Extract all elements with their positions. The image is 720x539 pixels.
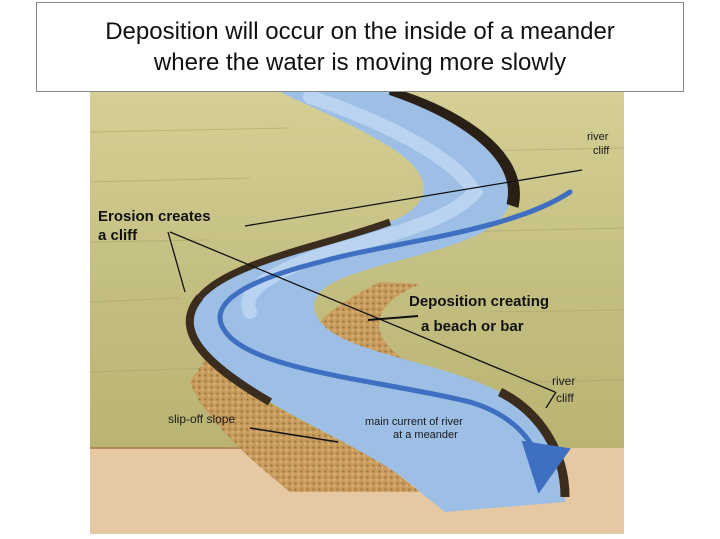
river-cliff-bottom-pointer	[545, 391, 557, 409]
slip-off-slope-pointer	[249, 427, 339, 443]
river-cliff-label-bottom-line2: cliff	[556, 391, 574, 405]
river-cliff-left	[185, 294, 273, 406]
erosion-pointer-to-left-cliff	[167, 231, 186, 293]
grass-texture	[89, 127, 625, 383]
slip-off-slope-label: slip-off slope	[168, 412, 235, 426]
main-current-label-line1: main current of river	[365, 416, 463, 428]
main-current-label-line2: at a meander	[393, 429, 458, 441]
meander-illustration: river cliff Erosion creates a cliff Depo…	[89, 89, 625, 534]
title-line-1: Deposition will occur on the inside of a…	[105, 18, 615, 45]
river-cliff-label-top-line1: river	[587, 131, 609, 143]
deposition-label-line2: a beach or bar	[421, 318, 524, 335]
river-cliff-upper-left	[197, 218, 392, 300]
deposition-pointer	[367, 315, 419, 321]
erosion-pointer-to-top-cliff	[244, 169, 583, 227]
river-cliff-label-top-line2: cliff	[593, 145, 610, 157]
main-current-arrow	[217, 189, 573, 494]
deposition-label-line1: Deposition creating	[409, 293, 549, 310]
title-line-2: where the water is moving more slowly	[153, 49, 567, 76]
deposition-bar-bottom	[190, 352, 420, 492]
river-cliff-upper-right	[389, 89, 520, 208]
meander-diagram: river cliff Erosion creates a cliff Depo…	[89, 89, 625, 534]
erosion-pointer-to-lower-cliff	[169, 231, 556, 393]
river-cliff-label-bottom-line1: river	[552, 374, 575, 388]
erosion-label-line2: a cliff	[98, 227, 138, 244]
title-box: Deposition will occur on the inside of a…	[36, 2, 684, 92]
erosion-label-line1: Erosion creates	[98, 208, 211, 225]
